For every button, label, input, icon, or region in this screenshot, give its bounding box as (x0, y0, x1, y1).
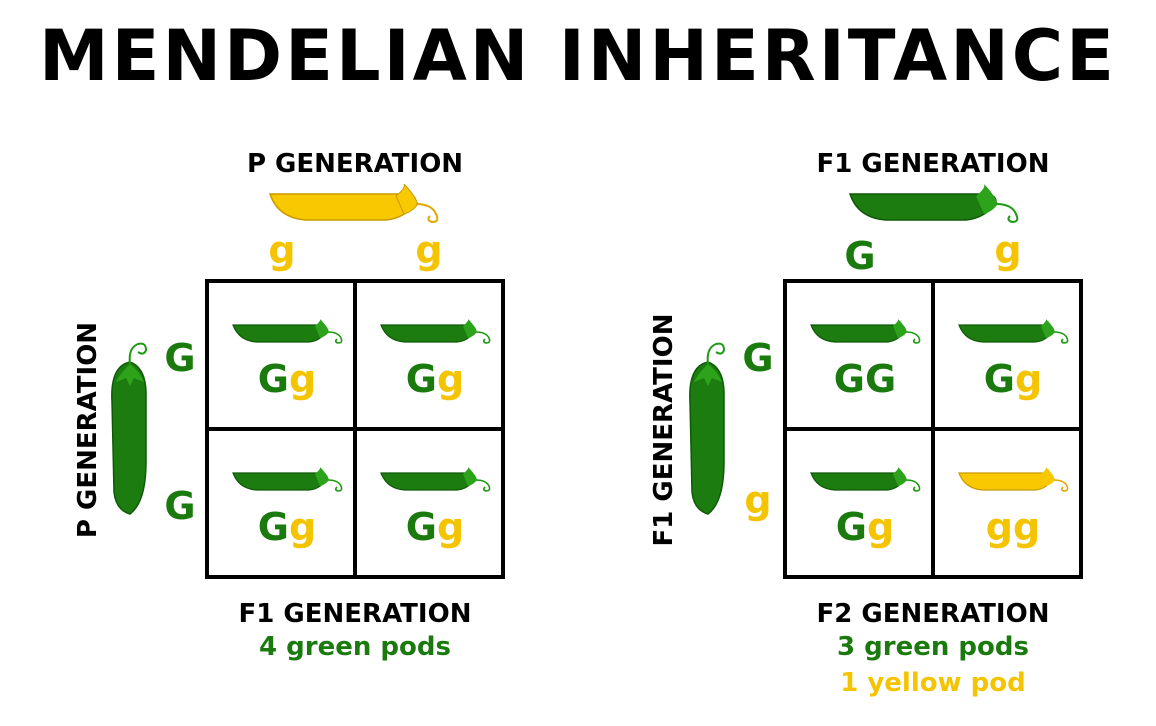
left-side-parent-pod-icon (111, 342, 148, 515)
cell-genotype: Gg (943, 357, 1083, 401)
left-side-allele-1: G (164, 336, 196, 380)
left-result-generation-label: F1 GENERATION (238, 599, 472, 629)
green-pod-icon (231, 319, 347, 353)
right-side-generation-label: F1 GENERATION (649, 313, 679, 547)
cell-genotype: Gg (365, 357, 505, 401)
left-top-allele-1: g (268, 228, 296, 272)
right-result-generation-label: F2 GENERATION (816, 599, 1050, 629)
cell-genotype: gg (943, 505, 1083, 549)
cell-genotype: Gg (795, 505, 935, 549)
right-side-parent-pod-icon (689, 342, 726, 515)
right-side-allele-1: G (742, 336, 774, 380)
green-pod-icon (809, 467, 925, 501)
left-result-line-1: 4 green pods (259, 632, 451, 662)
page-title: MENDELIAN INHERITANCE (39, 15, 1117, 97)
genotype-allele-2: g (867, 505, 895, 549)
right-top-allele-2: g (994, 228, 1022, 272)
green-pod-icon (957, 319, 1073, 353)
genotype-allele-1: G (833, 357, 865, 401)
left-top-generation-label: P GENERATION (246, 149, 464, 179)
right-result-line-2: 1 yellow pod (840, 668, 1026, 698)
left-side-generation-label: P GENERATION (73, 321, 103, 539)
cell-genotype: Gg (217, 357, 357, 401)
genotype-allele-2: g (437, 505, 465, 549)
left-top-parent-pod-icon (268, 184, 439, 224)
right-side-allele-2: g (744, 478, 772, 522)
genotype-allele-2: g (289, 357, 317, 401)
green-pod-icon (379, 467, 495, 501)
yellow-pod-icon (957, 467, 1073, 501)
green-pod-icon (379, 319, 495, 353)
left-side-allele-2: G (164, 484, 196, 528)
right-grid-divider-horizontal (783, 427, 1083, 431)
genotype-allele-2: g (1015, 357, 1043, 401)
cell-genotype: Gg (365, 505, 505, 549)
genotype-allele-2: g (437, 357, 465, 401)
genotype-allele-1: G (835, 505, 867, 549)
green-pod-icon (809, 319, 925, 353)
green-pod-icon (231, 467, 347, 501)
left-grid-divider-horizontal (205, 427, 505, 431)
right-result-line-1: 3 green pods (837, 632, 1029, 662)
right-top-allele-1: G (844, 234, 876, 278)
genotype-allele-1: G (405, 505, 437, 549)
genotype-allele-1: G (257, 357, 289, 401)
genotype-allele-1: G (257, 505, 289, 549)
right-top-parent-pod-icon (848, 184, 1019, 224)
right-top-generation-label: F1 GENERATION (816, 149, 1050, 179)
genotype-allele-1: G (983, 357, 1015, 401)
cell-genotype: GG (795, 357, 935, 401)
genotype-allele-1: g (985, 505, 1013, 549)
genotype-allele-2: g (289, 505, 317, 549)
genotype-allele-2: G (865, 357, 897, 401)
genotype-allele-1: G (405, 357, 437, 401)
left-top-allele-2: g (415, 228, 443, 272)
cell-genotype: Gg (217, 505, 357, 549)
genotype-allele-2: g (1013, 505, 1041, 549)
